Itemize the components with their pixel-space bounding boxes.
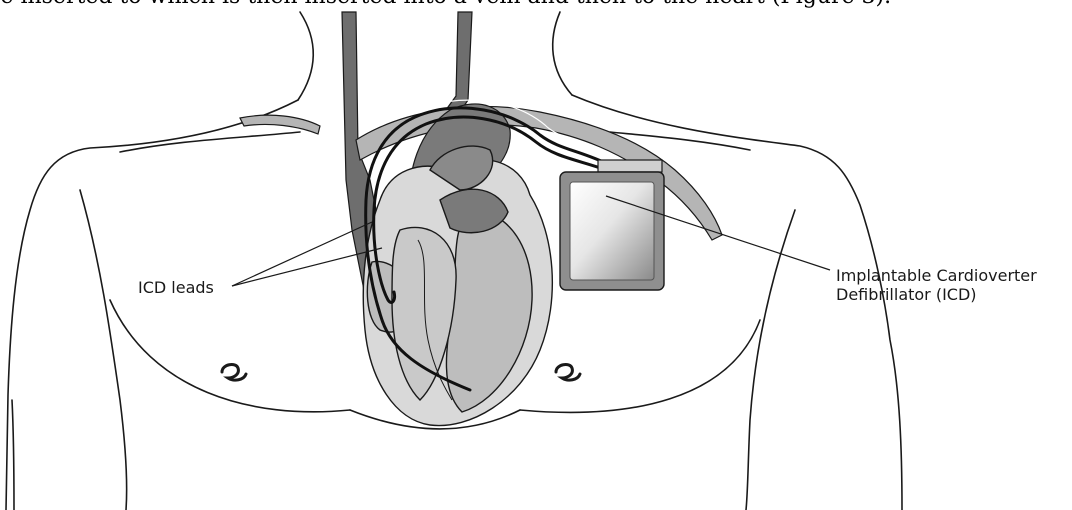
right-neck-line <box>553 12 572 95</box>
icd-device-label: Implantable Cardioverter Defibrillator (… <box>836 266 1037 304</box>
left-chest-line <box>110 300 350 412</box>
right-armpit-line <box>746 210 795 510</box>
left-armpit-line <box>80 190 127 510</box>
left-arm-inner-line <box>12 400 14 510</box>
icd-label-line-1: Implantable Cardioverter <box>836 266 1037 285</box>
icd-device <box>560 160 664 290</box>
icd-device-header <box>598 160 662 172</box>
right-chest-line <box>520 320 760 412</box>
left-collarbone-line <box>120 132 300 152</box>
left-neck-line <box>298 12 313 100</box>
left-nipple <box>222 365 246 381</box>
left-shoulder-line <box>6 100 298 510</box>
icd-label-line-2: Defibrillator (ICD) <box>836 285 1037 304</box>
left-arm-vein <box>240 115 320 134</box>
icd-device-face <box>570 182 654 280</box>
right-nipple <box>556 365 580 381</box>
leader-line-lead-upper <box>232 222 372 286</box>
icd-leads-label: ICD leads <box>138 278 214 297</box>
